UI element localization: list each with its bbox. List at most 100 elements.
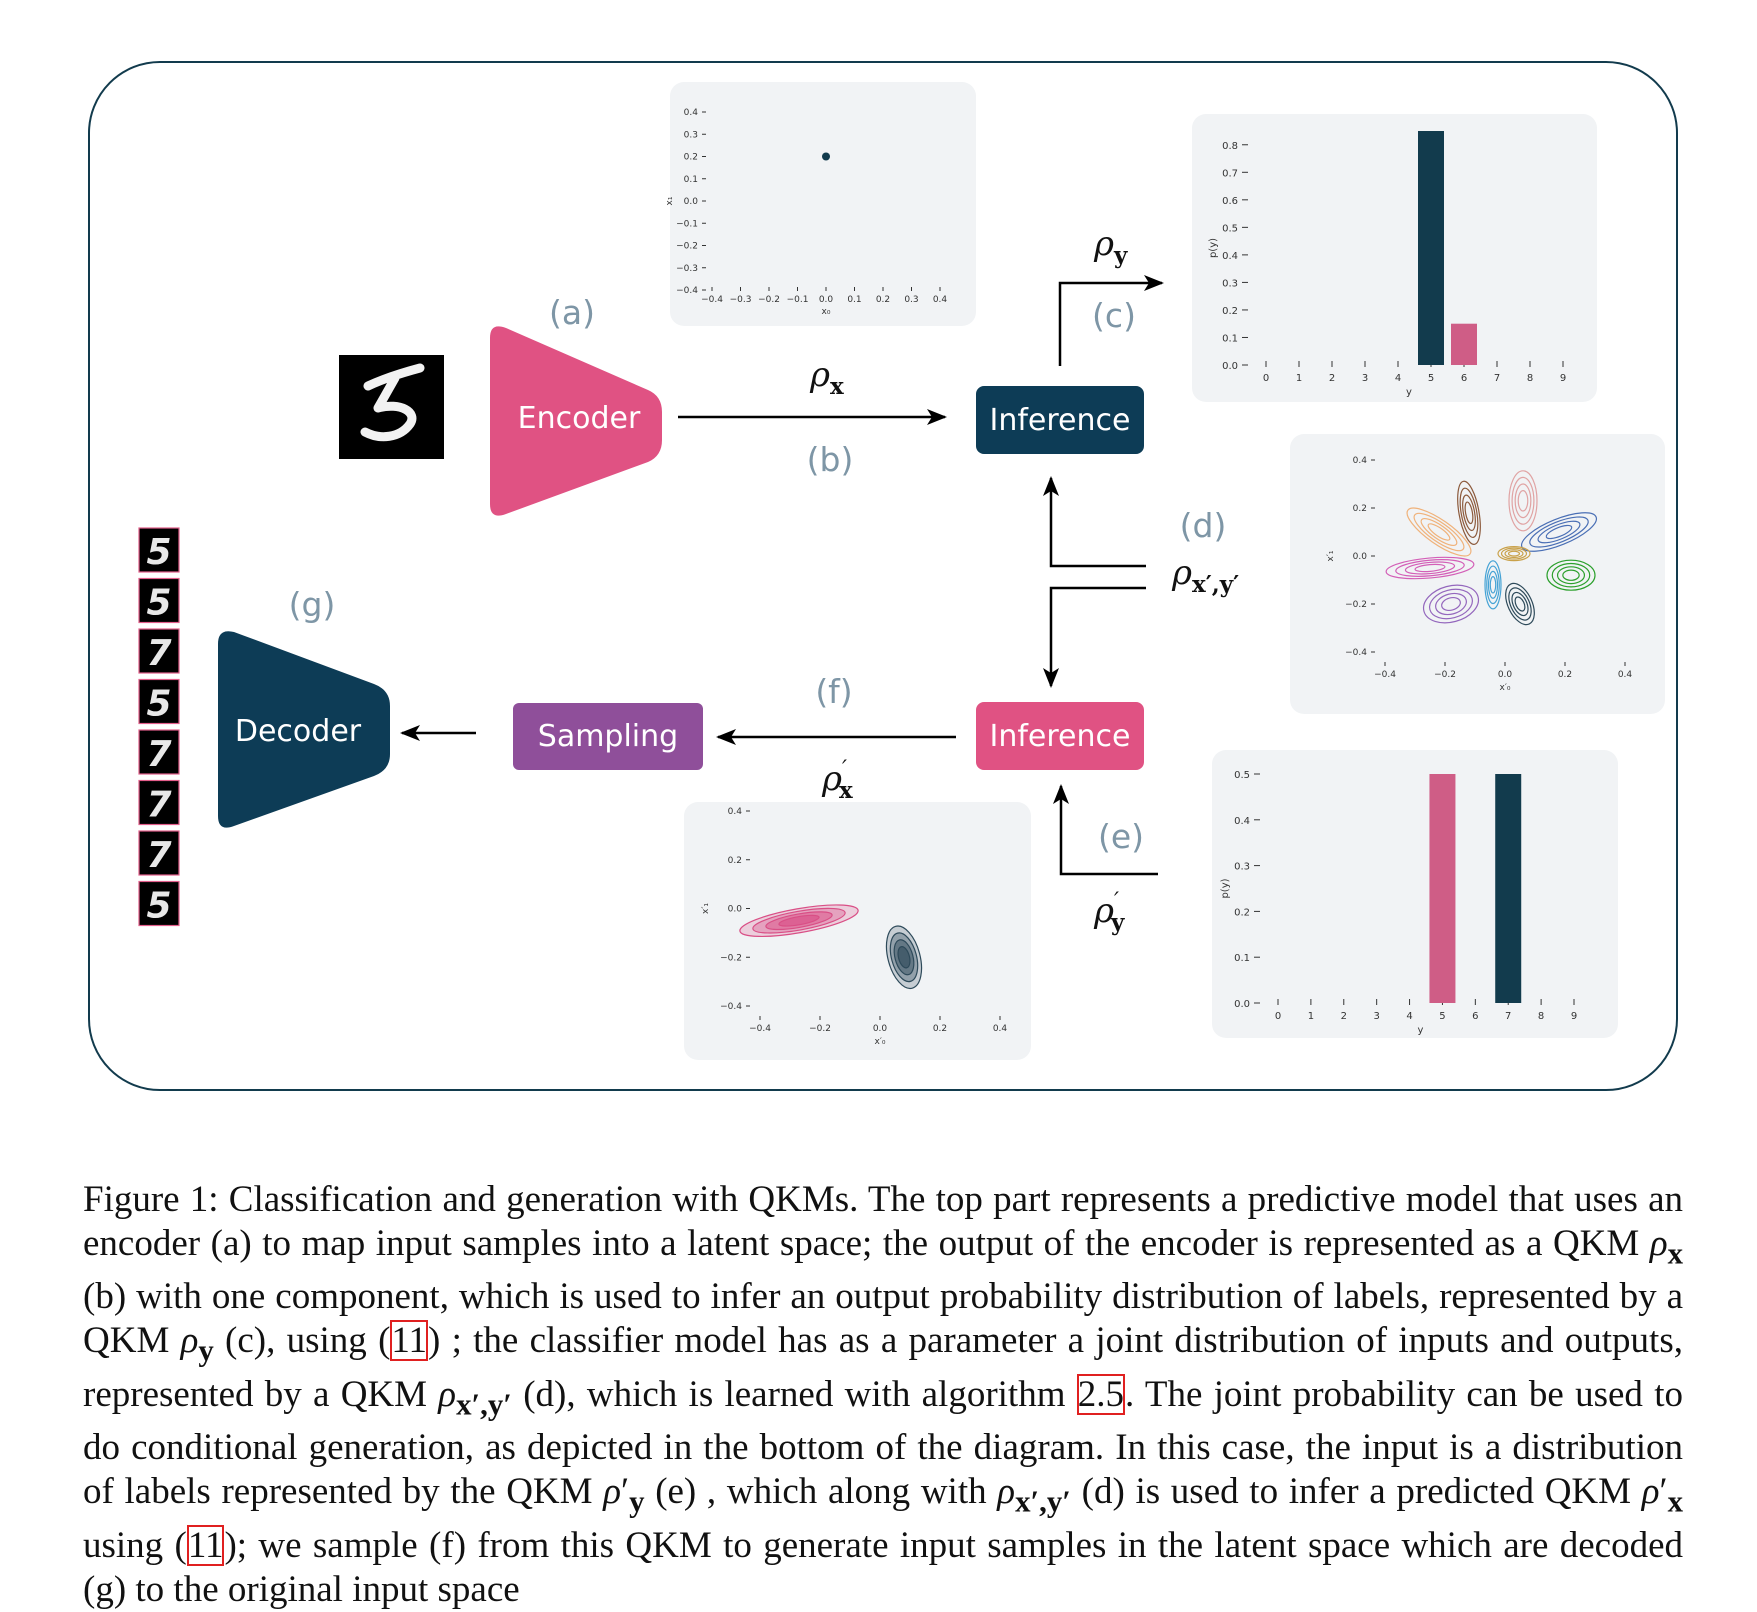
contour-ellipse bbox=[778, 914, 820, 927]
x-axis-label: y bbox=[1417, 1025, 1423, 1036]
y-tick-label: 0.4 bbox=[1222, 251, 1238, 262]
label-b: (b) bbox=[807, 440, 854, 479]
digit-tile bbox=[138, 880, 180, 927]
digit-tile bbox=[138, 678, 180, 725]
contour-ellipse bbox=[1545, 524, 1573, 540]
contour-ellipse bbox=[1514, 483, 1532, 519]
contour-ellipse bbox=[1517, 489, 1529, 512]
diagram: 0.40.30.20.10.0−0.1−0.2−0.3−0.4−0.4−0.3−… bbox=[138, 82, 1665, 1060]
generated-digit: 5 bbox=[138, 880, 180, 927]
contour-ellipse bbox=[897, 946, 911, 969]
x-tick-label: 8 bbox=[1538, 1011, 1544, 1022]
generated-digit: 7 bbox=[138, 729, 180, 775]
contour-ellipse bbox=[1427, 523, 1451, 541]
x-axis-label: x₀ bbox=[822, 307, 831, 317]
contour-ellipse bbox=[1457, 480, 1481, 545]
contour-ellipse bbox=[1435, 592, 1467, 616]
x-tick-label: −0.2 bbox=[758, 295, 780, 305]
y-tick-label: −0.1 bbox=[676, 219, 698, 229]
digit-tile bbox=[138, 628, 180, 674]
contour-ellipse bbox=[1508, 470, 1538, 532]
x-tick-label: 4 bbox=[1395, 373, 1401, 384]
y-tick-label: 0.2 bbox=[728, 856, 742, 866]
y-tick-label: 0.3 bbox=[1234, 862, 1250, 873]
x-tick-label: 1 bbox=[1296, 373, 1302, 384]
contour-ellipse bbox=[1422, 584, 1480, 624]
contour-ellipse bbox=[1551, 562, 1591, 588]
contour-ellipse bbox=[1537, 520, 1581, 544]
caption-part: . The joint probability can be used to d… bbox=[83, 1373, 1683, 1513]
y-tick-label: 0.1 bbox=[684, 175, 698, 185]
contour-ellipse bbox=[1459, 487, 1479, 539]
y-tick-label: −0.3 bbox=[676, 264, 698, 274]
y-tick-label: 0.7 bbox=[1222, 168, 1238, 179]
digit-glyph: 5 bbox=[146, 583, 171, 624]
equation-reference-link[interactable]: 11 bbox=[186, 1524, 225, 1566]
digit-glyph: 7 bbox=[146, 633, 171, 674]
x-tick-label: 2 bbox=[1341, 1011, 1347, 1022]
caption-part: (b) with one component, which is used to… bbox=[83, 1276, 1683, 1362]
sampling-block: Sampling bbox=[513, 703, 703, 770]
x-tick-label: 8 bbox=[1527, 373, 1533, 384]
contour-ellipse bbox=[1404, 561, 1456, 575]
rho-x-label: ρx bbox=[809, 355, 844, 400]
rho-x-prime-label: ρ′x bbox=[821, 757, 853, 804]
x-tick-label: 0.2 bbox=[933, 1024, 947, 1034]
generated-digit: 7 bbox=[138, 779, 180, 826]
y-tick-label: 0.0 bbox=[1222, 361, 1238, 372]
contour-ellipse bbox=[1497, 545, 1531, 562]
y-tick-label: −0.2 bbox=[1345, 600, 1367, 610]
encoder-block: Encoder bbox=[490, 326, 662, 516]
digit-tile bbox=[138, 527, 180, 573]
caption-part: ) ; the classifier model has as a parame… bbox=[83, 1320, 1683, 1415]
digit-glyph: 7 bbox=[146, 835, 171, 876]
y-tick-label: 0.2 bbox=[1353, 504, 1367, 514]
y-tick-label: 0.0 bbox=[1353, 552, 1368, 562]
y-tick-label: −0.4 bbox=[1345, 648, 1367, 658]
inference-top-label: Inference bbox=[990, 403, 1131, 438]
digit-glyph: 5 bbox=[146, 886, 171, 927]
x-tick-label: −0.2 bbox=[1434, 670, 1456, 680]
x-tick-label: 0.1 bbox=[847, 295, 861, 305]
y-tick-label: 0.2 bbox=[1222, 306, 1238, 317]
y-tick-label: −0.2 bbox=[676, 242, 698, 252]
generated-digit: 5 bbox=[138, 678, 180, 725]
generated-digit: 7 bbox=[138, 628, 180, 674]
contour-ellipse bbox=[1420, 518, 1458, 546]
equation-reference-link[interactable]: 11 bbox=[390, 1320, 429, 1362]
x-tick-label: 0.3 bbox=[904, 295, 918, 305]
y-tick-label: 0.4 bbox=[728, 807, 743, 817]
inference-bottom-label: Inference bbox=[990, 719, 1131, 754]
caption-part: (d) is used to infer a predicted QKM bbox=[1070, 1471, 1642, 1513]
contour-ellipse bbox=[1413, 512, 1465, 552]
caption-part: Figure 1: Classification and generation … bbox=[83, 1179, 1683, 1264]
y-tick-label: 0.4 bbox=[684, 108, 699, 118]
contour-ellipse bbox=[1507, 550, 1521, 557]
caption-part: ); we sample (f) from this QKM to genera… bbox=[83, 1524, 1683, 1610]
x-tick-label: 0.2 bbox=[1558, 670, 1572, 680]
y-tick-label: 0.1 bbox=[1234, 953, 1250, 964]
x-axis-label: x′₀ bbox=[1500, 683, 1511, 693]
y-tick-label: −0.2 bbox=[720, 953, 742, 963]
contour-ellipse bbox=[1508, 587, 1532, 621]
y-tick-label: −0.4 bbox=[676, 286, 698, 296]
digit-glyph: 5 bbox=[146, 532, 171, 573]
x-tick-label: 0.0 bbox=[873, 1024, 888, 1034]
y-tick-label: 0.2 bbox=[684, 153, 698, 163]
contour-ellipse bbox=[1562, 569, 1580, 581]
contour-ellipse bbox=[1511, 476, 1535, 525]
y-axis-label: x′₁ bbox=[1326, 550, 1336, 561]
algorithm-reference-link[interactable]: 2.5 bbox=[1076, 1373, 1125, 1415]
y-tick-label: 0.8 bbox=[1222, 141, 1238, 152]
bar bbox=[1451, 323, 1477, 365]
caption-text: Figure 1: Classification and generation … bbox=[83, 1179, 1683, 1610]
y-tick-label: 0.5 bbox=[1234, 770, 1250, 781]
chart-panel bbox=[1212, 750, 1618, 1038]
x-axis-label: y bbox=[1406, 387, 1412, 398]
y-tick-label: 0.2 bbox=[1234, 907, 1250, 918]
latent-scatter-chart: 0.40.30.20.10.0−0.1−0.2−0.3−0.4−0.4−0.3−… bbox=[665, 82, 976, 326]
y-tick-label: 0.0 bbox=[684, 197, 699, 207]
label-g: (g) bbox=[289, 585, 336, 624]
